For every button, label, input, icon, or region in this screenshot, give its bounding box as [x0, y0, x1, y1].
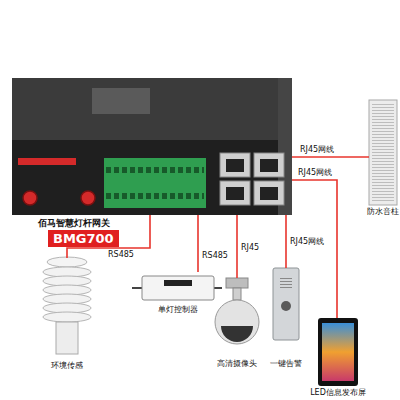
ethernet-port	[254, 153, 284, 177]
controller-wire	[214, 287, 222, 289]
camera-mount	[226, 278, 248, 288]
device-label: 一键告警	[270, 360, 302, 368]
antenna-port	[81, 191, 95, 205]
terminal-screws	[106, 193, 204, 199]
connection-label: RJ45	[241, 244, 259, 252]
model-badge: BMG700	[48, 230, 119, 247]
device-label: 高清摄像头	[217, 360, 257, 368]
sensor-device: 环境传感	[40, 258, 94, 358]
cable-line	[292, 180, 337, 318]
device-label: 单灯控制器	[158, 306, 198, 314]
alarm-button	[281, 301, 291, 311]
port-socket	[226, 159, 244, 172]
sensor-base	[56, 322, 78, 354]
connection-label: RJ45网线	[298, 169, 332, 177]
device-front	[12, 140, 278, 215]
led-screen-device: LED信息发布屏	[318, 318, 358, 386]
device-label: 佰马智慧灯杆网关	[38, 219, 110, 228]
led-screen-frame	[318, 318, 358, 386]
alarm-grille	[280, 278, 292, 290]
ethernet-port	[254, 181, 284, 205]
antenna-port	[23, 191, 37, 205]
device-top	[12, 78, 292, 140]
terminal-screws	[106, 167, 204, 173]
ethernet-port	[220, 181, 250, 205]
logo-strip	[18, 158, 76, 165]
port-socket	[260, 159, 278, 172]
camera-dome	[215, 300, 259, 344]
device-label: 环境传感	[51, 362, 83, 370]
connection-label: RS485	[202, 252, 228, 260]
port-socket	[226, 187, 244, 200]
led-screen-display	[322, 323, 354, 381]
alarm-panel	[273, 268, 299, 340]
sensor-cap	[47, 257, 87, 267]
gateway-device: 佰马智慧灯杆网关BMG700	[12, 78, 292, 215]
alarm-device: 一键告警	[273, 268, 299, 340]
controller-label	[164, 280, 192, 286]
camera-arm	[233, 288, 241, 300]
device-body	[12, 78, 292, 215]
device-label: LED信息发布屏	[310, 389, 366, 397]
device-sticker	[92, 88, 150, 114]
camera-device: 高清摄像头	[212, 278, 262, 356]
ethernet-port	[220, 153, 250, 177]
cable-line	[285, 215, 287, 268]
cable-line	[197, 215, 199, 272]
controller-box	[142, 276, 214, 300]
speaker-device: 防水音柱	[369, 100, 397, 205]
device-label: 防水音柱	[367, 208, 399, 216]
cable-line	[236, 215, 238, 278]
connection-label: RJ45网线	[300, 146, 334, 154]
speaker-column	[369, 100, 397, 205]
cable-line	[292, 156, 369, 158]
camera-lens	[221, 326, 253, 342]
port-socket	[260, 187, 278, 200]
connection-label: RJ45网线	[290, 238, 324, 246]
speaker-grille	[372, 104, 394, 201]
controller-device: 单灯控制器	[140, 272, 216, 302]
sensor-plate	[43, 312, 91, 322]
controller-wire	[132, 287, 142, 289]
terminal-block	[104, 158, 206, 208]
connection-label: RS485	[108, 251, 134, 259]
